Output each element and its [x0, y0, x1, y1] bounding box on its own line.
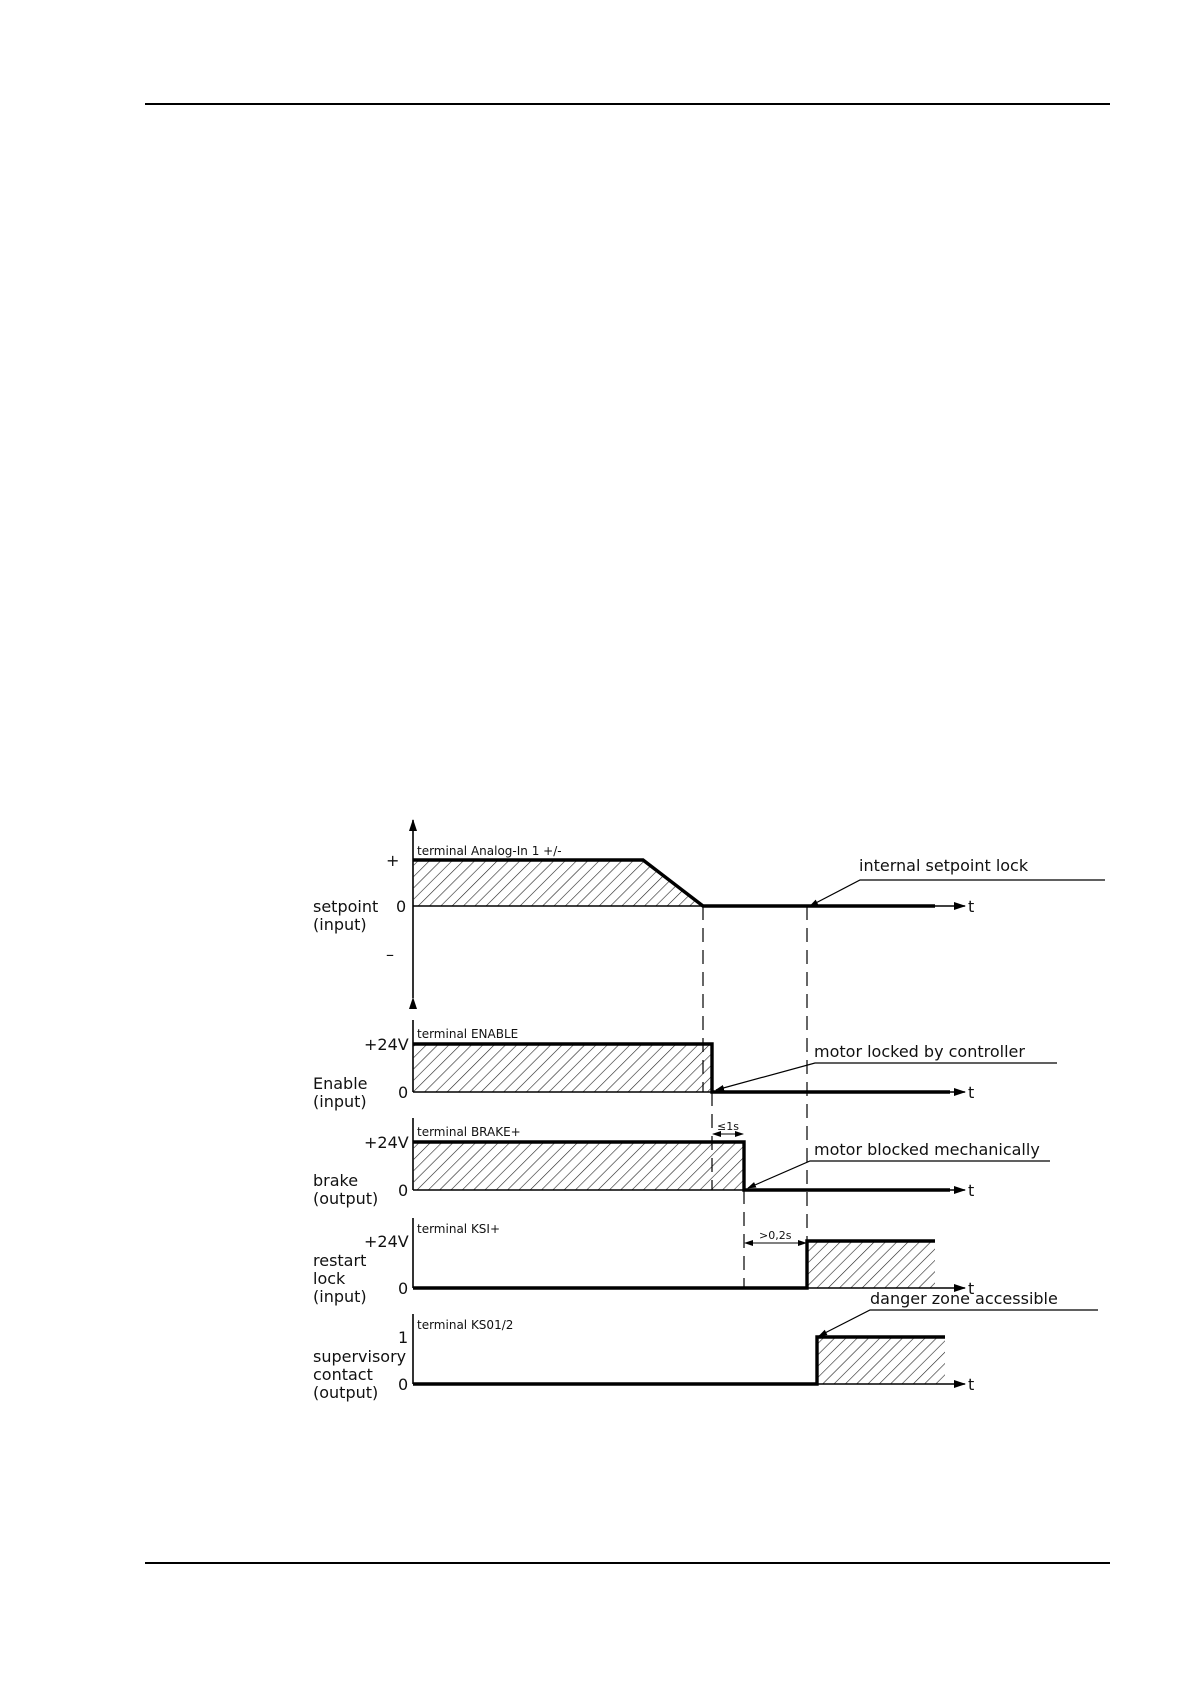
supervisory-hatched-area	[817, 1337, 945, 1384]
brake-time-label: t	[968, 1181, 974, 1200]
svg-text:>0,2s: >0,2s	[759, 1229, 792, 1242]
brake-level-zero: 0	[398, 1181, 408, 1200]
svg-text:≤1s: ≤1s	[717, 1120, 739, 1133]
timing-guides	[702, 906, 808, 1288]
signal-supervisory-contact: terminal KS01/2 1 0 supervisory contact …	[313, 1314, 974, 1402]
brake-label: brake (output)	[313, 1171, 378, 1208]
annotation-danger-zone: danger zone accessible	[818, 1289, 1098, 1337]
setpoint-terminal: terminal Analog-In 1 +/-	[417, 844, 562, 858]
restart-hatched-area	[807, 1241, 935, 1288]
setpoint-time-label: t	[968, 897, 974, 916]
restart-level-high: +24V	[364, 1232, 409, 1251]
interval-restart-delay: >0,2s	[744, 1229, 807, 1246]
enable-level-high: +24V	[364, 1035, 409, 1054]
svg-text:danger zone accessible: danger zone accessible	[870, 1289, 1058, 1308]
signal-enable: terminal ENABLE +24V 0 Enable (input) t	[313, 1020, 974, 1111]
brake-hatched-area	[413, 1142, 744, 1190]
annotation-internal-setpoint-lock: internal setpoint lock	[809, 856, 1105, 907]
setpoint-level-minus: –	[386, 945, 394, 964]
setpoint-level-zero: 0	[396, 897, 406, 916]
footer-rule	[145, 1562, 1110, 1564]
signal-setpoint: terminal Analog-In 1 +/- + 0 – setpoint …	[313, 819, 974, 1009]
enable-level-zero: 0	[398, 1083, 408, 1102]
supervisory-level-high: 1	[398, 1328, 408, 1347]
supervisory-level-zero: 0	[398, 1375, 408, 1394]
svg-text:internal setpoint lock: internal setpoint lock	[859, 856, 1029, 875]
annotation-motor-blocked: motor blocked mechanically	[747, 1140, 1050, 1189]
enable-hatched-area	[413, 1044, 712, 1092]
annotation-motor-locked: motor locked by controller	[715, 1042, 1057, 1091]
setpoint-level-plus: +	[386, 851, 399, 870]
interval-brake-delay: ≤1s	[712, 1120, 744, 1137]
enable-time-label: t	[968, 1083, 974, 1102]
svg-text:motor locked by controller: motor locked by controller	[814, 1042, 1025, 1061]
supervisory-time-label: t	[968, 1375, 974, 1394]
supervisory-terminal: terminal KS01/2	[417, 1318, 513, 1332]
restart-terminal: terminal KSI+	[417, 1222, 500, 1236]
setpoint-label: setpoint (input)	[313, 897, 383, 934]
enable-terminal: terminal ENABLE	[417, 1027, 518, 1041]
setpoint-hatched-area	[413, 860, 703, 906]
svg-text:motor blocked mechanically: motor blocked mechanically	[814, 1140, 1040, 1159]
brake-level-high: +24V	[364, 1133, 409, 1152]
restart-label: restart lock (input)	[313, 1251, 371, 1306]
restart-level-zero: 0	[398, 1279, 408, 1298]
enable-label: Enable (input)	[313, 1074, 373, 1111]
signal-restart-lock: terminal KSI+ +24V 0 restart lock (input…	[313, 1218, 974, 1306]
signal-brake: terminal BRAKE+ +24V 0 brake (output) t	[313, 1118, 974, 1208]
supervisory-label: supervisory contact (output)	[313, 1347, 411, 1402]
header-rule	[145, 103, 1110, 105]
brake-terminal: terminal BRAKE+	[417, 1125, 521, 1139]
restart-time-label: t	[968, 1279, 974, 1298]
